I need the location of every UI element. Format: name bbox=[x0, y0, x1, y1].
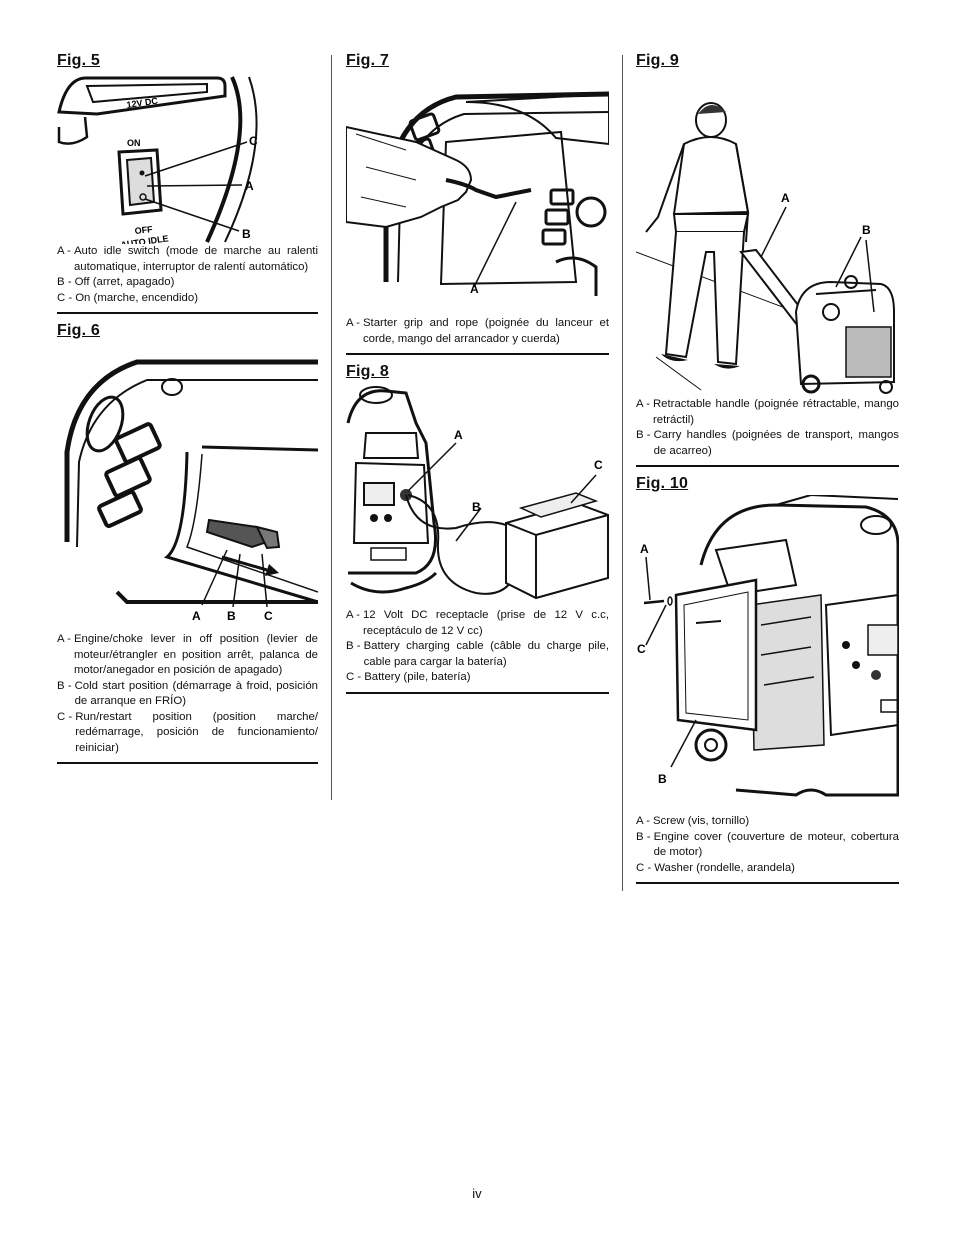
fig5-label-auto-idle: AUTO IDLE bbox=[120, 233, 169, 244]
figure-8-title: Fig. 8 bbox=[346, 363, 389, 380]
figure-5: Fig. 5 12V DC ON OFF AUTO IDLE bbox=[57, 52, 318, 314]
fig8-callout-c: C bbox=[594, 458, 603, 472]
fig7-callout-a: A bbox=[470, 282, 479, 296]
column-right: Fig. 9 bbox=[636, 52, 899, 892]
caption-item: C -Washer (rondelle, arandela) bbox=[636, 861, 795, 874]
caption-item: A -Retractable handle (poignée rétractab… bbox=[636, 398, 899, 426]
fig10-callout-a: A bbox=[640, 542, 649, 556]
section-rule bbox=[57, 312, 318, 314]
figure-5-illustration: 12V DC ON OFF AUTO IDLE C A bbox=[57, 72, 318, 244]
section-rule bbox=[346, 353, 609, 355]
fig5-callout-a: A bbox=[245, 179, 254, 193]
fig5-callout-b: B bbox=[242, 227, 251, 241]
figure-8-illustration: A C B bbox=[346, 383, 609, 608]
caption-item: A -Auto idle switch (mode de marche au r… bbox=[57, 245, 318, 273]
figure-5-caption: A -Auto idle switch (mode de marche au r… bbox=[57, 244, 318, 306]
fig10-callout-b: B bbox=[658, 772, 667, 786]
figure-6: Fig. 6 bbox=[57, 322, 318, 764]
column-divider-2 bbox=[622, 55, 623, 891]
section-rule bbox=[346, 691, 609, 694]
figure-8-caption: A -12 Volt DC receptacle (prise de 12 V … bbox=[346, 608, 609, 686]
figure-9-illustration: A B bbox=[636, 72, 899, 397]
figure-10-title: Fig. 10 bbox=[636, 475, 689, 492]
caption-item: C -Run/restart position (position marche… bbox=[57, 710, 318, 754]
figure-7-caption: A -Starter grip and rope (poignée du lan… bbox=[346, 316, 609, 347]
figure-10-illustration: A C B bbox=[636, 495, 899, 800]
figure-6-caption: A -Engine/choke lever in off position (l… bbox=[57, 632, 318, 756]
caption-item: A -Screw (vis, tornillo) bbox=[636, 815, 750, 827]
caption-item: B -Off (arret, apagado) bbox=[57, 276, 175, 288]
column-divider-1 bbox=[331, 55, 332, 800]
figure-7-illustration: A bbox=[346, 72, 609, 296]
section-rule bbox=[636, 882, 899, 884]
fig6-callout-a: A bbox=[192, 609, 201, 623]
fig10-callout-c: C bbox=[637, 642, 646, 656]
caption-item: B -Battery charging cable (câble du char… bbox=[346, 640, 609, 668]
column-middle: Fig. 7 A A -S bbox=[346, 52, 609, 702]
figure-10-caption: A -Screw (vis, tornillo) B -Engine cover… bbox=[636, 814, 899, 876]
section-rule bbox=[636, 465, 899, 467]
caption-item: A -12 Volt DC receptacle (prise de 12 V … bbox=[346, 609, 609, 637]
caption-item: C -On (marche, encendido) bbox=[57, 291, 199, 304]
caption-item: B -Carry handles (poignées de transport,… bbox=[636, 429, 899, 457]
caption-item: B -Engine cover (couverture de moteur, c… bbox=[636, 830, 899, 859]
figure-8: Fig. 8 bbox=[346, 363, 609, 694]
figure-6-illustration: A B C bbox=[57, 342, 318, 632]
figure-6-title: Fig. 6 bbox=[57, 322, 100, 339]
caption-item: A -Engine/choke lever in off position (l… bbox=[57, 633, 318, 676]
fig8-callout-a: A bbox=[454, 428, 463, 442]
caption-item: C -Battery (pile, batería) bbox=[346, 671, 471, 683]
figure-10: Fig. 10 bbox=[636, 475, 899, 884]
fig6-callout-c: C bbox=[264, 609, 273, 623]
figure-9-title: Fig. 9 bbox=[636, 52, 679, 69]
figure-7: Fig. 7 A A -S bbox=[346, 52, 609, 355]
fig5-label-off: OFF bbox=[134, 224, 153, 236]
figure-7-title: Fig. 7 bbox=[346, 52, 389, 69]
fig6-callout-b: B bbox=[227, 609, 236, 623]
section-rule bbox=[57, 762, 318, 764]
caption-item: B -Cold start position (démarrage à froi… bbox=[57, 679, 318, 708]
fig8-callout-b: B bbox=[472, 500, 481, 514]
page-number: iv bbox=[472, 1186, 482, 1201]
fig5-callout-c: C bbox=[249, 134, 258, 148]
figure-9: Fig. 9 bbox=[636, 52, 899, 467]
figure-9-caption: A -Retractable handle (poignée rétractab… bbox=[636, 397, 899, 459]
caption-item: A -Starter grip and rope (poignée du lan… bbox=[346, 317, 609, 345]
figure-5-title: Fig. 5 bbox=[57, 52, 100, 69]
fig9-callout-a: A bbox=[781, 191, 790, 205]
fig5-label-12vdc: 12V DC bbox=[126, 96, 159, 110]
fig9-callout-b: B bbox=[862, 223, 871, 237]
fig5-label-on: ON bbox=[127, 138, 141, 148]
column-left: Fig. 5 12V DC ON OFF AUTO IDLE bbox=[57, 52, 318, 772]
